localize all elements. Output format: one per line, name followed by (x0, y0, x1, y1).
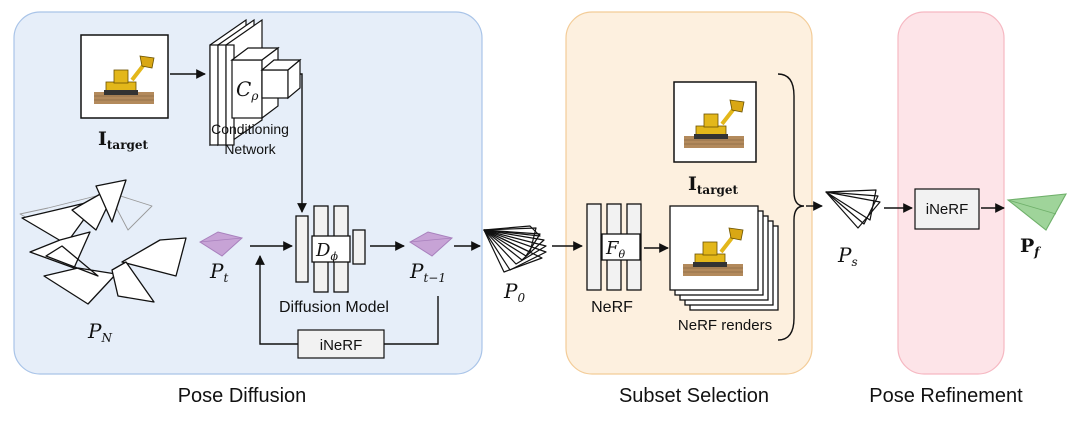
pose-p-f (1006, 193, 1067, 231)
conditioning-label-line1: Conditioning (211, 121, 289, 137)
diffusion-model-label: Diffusion Model (279, 299, 389, 316)
inerf-refine-label: iNeRF (926, 201, 969, 218)
p-t-1-label: Pt−1 (409, 259, 446, 285)
p-n-label: PN (87, 319, 112, 345)
nerf-label: NeRF (591, 299, 633, 316)
i-target-label: Itarget (98, 128, 149, 152)
c-rho-label: Cρ (236, 77, 258, 103)
random-poses-cluster (19, 179, 187, 305)
f-theta-label: Fθ (605, 238, 626, 261)
inerf-loop-box (297, 329, 385, 359)
pose-fan-p0 (483, 225, 547, 273)
inerf-loop-label: iNeRF (320, 337, 363, 354)
stage-title-pose-refinement: Pose Refinement (869, 385, 1023, 407)
inerf-refine-box (914, 188, 980, 230)
p-0-label: P0 (503, 279, 525, 305)
nerf-renders-label: NeRF renders (678, 317, 772, 334)
stage-title-subset-selection: Subset Selection (619, 385, 769, 407)
diffusion-model (295, 205, 366, 293)
p-f-label: Pf (1020, 235, 1041, 259)
conditioning-label-line2: Network (224, 141, 276, 157)
p-t-label: Pt (209, 259, 228, 285)
nerf-network (586, 203, 642, 291)
conditioning-network (209, 18, 302, 147)
target-image (80, 34, 169, 119)
d-phi-label: Dϕ (315, 240, 338, 263)
arrow-conditioning-to-diffusion (297, 73, 307, 213)
i-target-subset-label: Itarget (688, 173, 739, 197)
p-s-label: Ps (837, 243, 858, 269)
target-image-subset (673, 81, 757, 163)
stage-title-pose-diffusion: Pose Diffusion (178, 385, 307, 407)
pose-set-ps (825, 189, 881, 229)
selection-brace (777, 73, 805, 341)
